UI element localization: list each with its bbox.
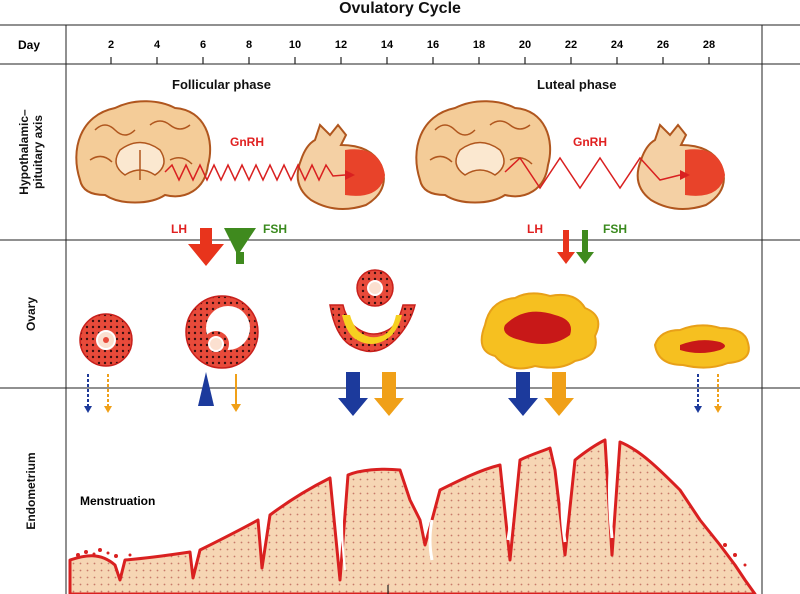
gnrh-arrowhead-follicular — [345, 170, 355, 180]
corpus-luteum — [480, 292, 600, 370]
fsh-label-luteal: FSH — [603, 222, 627, 236]
gnrh-label-follicular: GnRH — [230, 135, 264, 149]
row-label-ovary: Ovary — [24, 296, 38, 332]
day-tick-label: 20 — [518, 39, 532, 51]
grid-lines — [0, 24, 800, 594]
gnrh-signal-follicular — [164, 163, 346, 182]
row-label-endometrium: Endometrium — [24, 452, 38, 530]
gnrh-signal-luteal — [504, 156, 681, 190]
day-tick-label: 2 — [107, 39, 115, 51]
lh-label-luteal: LH — [527, 222, 543, 236]
day-tick-label: 10 — [288, 39, 302, 51]
gnrh-arrowhead-luteal — [680, 170, 690, 180]
lh-label-follicular: LH — [171, 222, 187, 236]
menstruation-label: Menstruation — [80, 494, 156, 508]
pituitary-follicular — [296, 123, 385, 210]
day-tick-label: 16 — [426, 39, 440, 51]
diagram-title: Ovulatory Cycle — [339, 0, 461, 17]
endometrium-lining — [68, 438, 757, 594]
day-tick-label: 14 — [380, 39, 394, 51]
day-tick-label: 28 — [702, 39, 716, 51]
day-tick-label: 24 — [610, 39, 624, 51]
pituitary-luteal — [636, 123, 725, 210]
ovulation-follicle — [329, 269, 416, 353]
day-tick-label: 12 — [334, 39, 348, 51]
row-label-hypothalamic: Hypothalamic– pituitary axis — [17, 109, 45, 195]
brain-follicular — [75, 100, 212, 204]
fsh-arrow-luteal — [576, 230, 594, 264]
day-tick-label: 8 — [245, 39, 253, 51]
brain-luteal — [415, 100, 552, 204]
follicle-primary — [79, 313, 133, 367]
day-tick-label: 18 — [472, 39, 486, 51]
follicle-antral — [185, 295, 259, 369]
lh-arrow-luteal — [557, 230, 575, 264]
phase-label-follicular: Follicular phase — [172, 77, 271, 92]
day-tick-label: 4 — [153, 39, 161, 51]
day-ticks — [110, 57, 710, 64]
day-tick-label: 6 — [199, 39, 207, 51]
phase-label-luteal: Luteal phase — [537, 77, 617, 92]
hormone-output-arrows — [84, 372, 722, 416]
day-tick-label: 22 — [564, 39, 578, 51]
day-tick-label: 26 — [656, 39, 670, 51]
fsh-arrow-follicular — [224, 228, 256, 264]
corpus-albicans — [653, 324, 750, 369]
fsh-label-follicular: FSH — [263, 222, 287, 236]
lh-arrow-follicular — [188, 228, 224, 266]
gnrh-label-luteal: GnRH — [573, 135, 607, 149]
day-axis-label: Day — [18, 38, 41, 52]
